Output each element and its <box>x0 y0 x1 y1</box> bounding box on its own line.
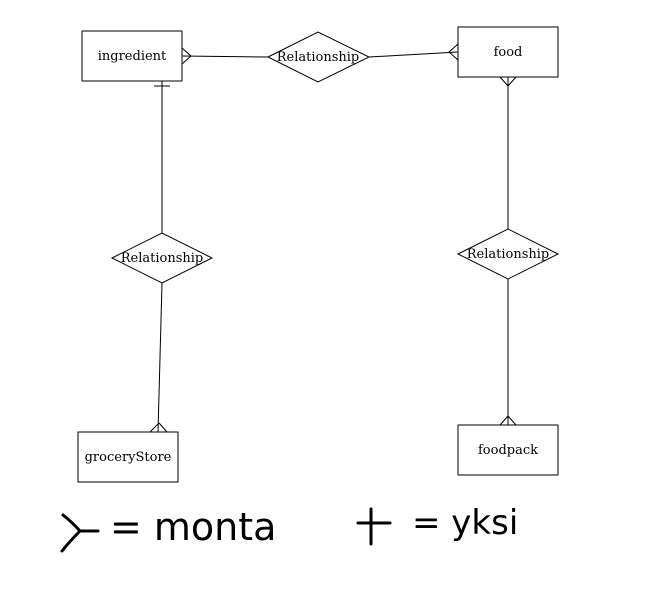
entity-label: groceryStore <box>85 450 172 465</box>
entity-grocerystore[interactable]: groceryStore <box>77 431 179 483</box>
relationship-right[interactable]: Relationship <box>456 228 560 280</box>
relationship-label: Relationship <box>467 247 550 262</box>
edge-relationship-top-food <box>368 51 459 58</box>
legend-one-symbol-icon <box>356 507 392 546</box>
entity-foodpack[interactable]: foodpack <box>457 424 559 476</box>
crows-foot-many-icon <box>448 43 459 61</box>
entity-label: foodpack <box>478 443 538 458</box>
legend-one-text: = yksi <box>412 503 518 543</box>
connectors <box>157 51 509 433</box>
entity-label: food <box>494 45 523 60</box>
crows-foot-many-icon <box>181 47 192 65</box>
entity-label: ingredient <box>98 49 167 64</box>
relationship-label: Relationship <box>277 50 360 65</box>
relationship-top[interactable]: Relationship <box>266 31 371 83</box>
crows-foot-many-icon <box>149 422 168 433</box>
crows-foot-many-icon <box>499 76 517 87</box>
edge-ingredient-relationship-top <box>181 55 269 58</box>
relationship-label: Relationship <box>121 251 204 266</box>
entity-food[interactable]: food <box>457 26 559 78</box>
cardinality-markers <box>149 43 517 433</box>
edge-relationship-left-grocerystore <box>157 282 163 433</box>
legend: = monta = yksi <box>60 503 518 553</box>
entity-ingredient[interactable]: ingredient <box>81 30 183 82</box>
relationship-left[interactable]: Relationship <box>110 232 214 284</box>
legend-many-symbol-icon <box>60 513 100 553</box>
legend-many-text: = monta <box>110 505 276 549</box>
crows-foot-many-icon <box>499 415 517 426</box>
